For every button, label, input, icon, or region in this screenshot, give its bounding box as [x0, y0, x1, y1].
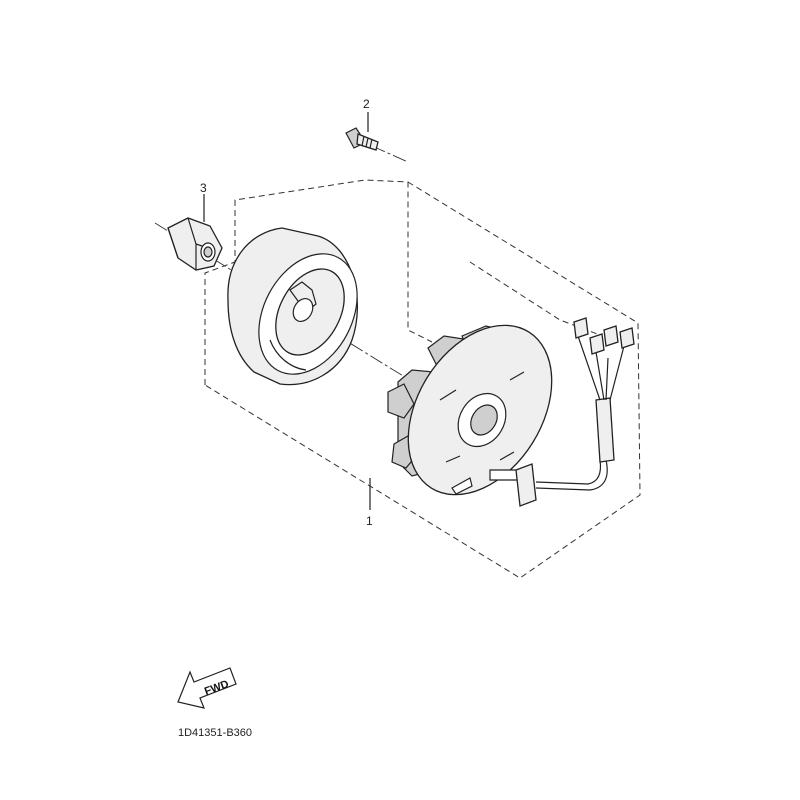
callout-label-1: 1	[366, 514, 373, 528]
flywheel-rotor	[227, 227, 359, 386]
callout-label-2: 2	[363, 97, 370, 111]
fwd-arrow-icon: FWD	[177, 667, 237, 709]
bolt-axis-line	[371, 145, 409, 163]
bolt-part	[345, 127, 379, 151]
wire-harness	[535, 317, 635, 491]
callout-label-3: 3	[200, 181, 207, 195]
stator-assembly	[387, 324, 553, 507]
nut-part	[167, 217, 223, 271]
diagram-code: 1D41351-B360	[178, 727, 252, 739]
